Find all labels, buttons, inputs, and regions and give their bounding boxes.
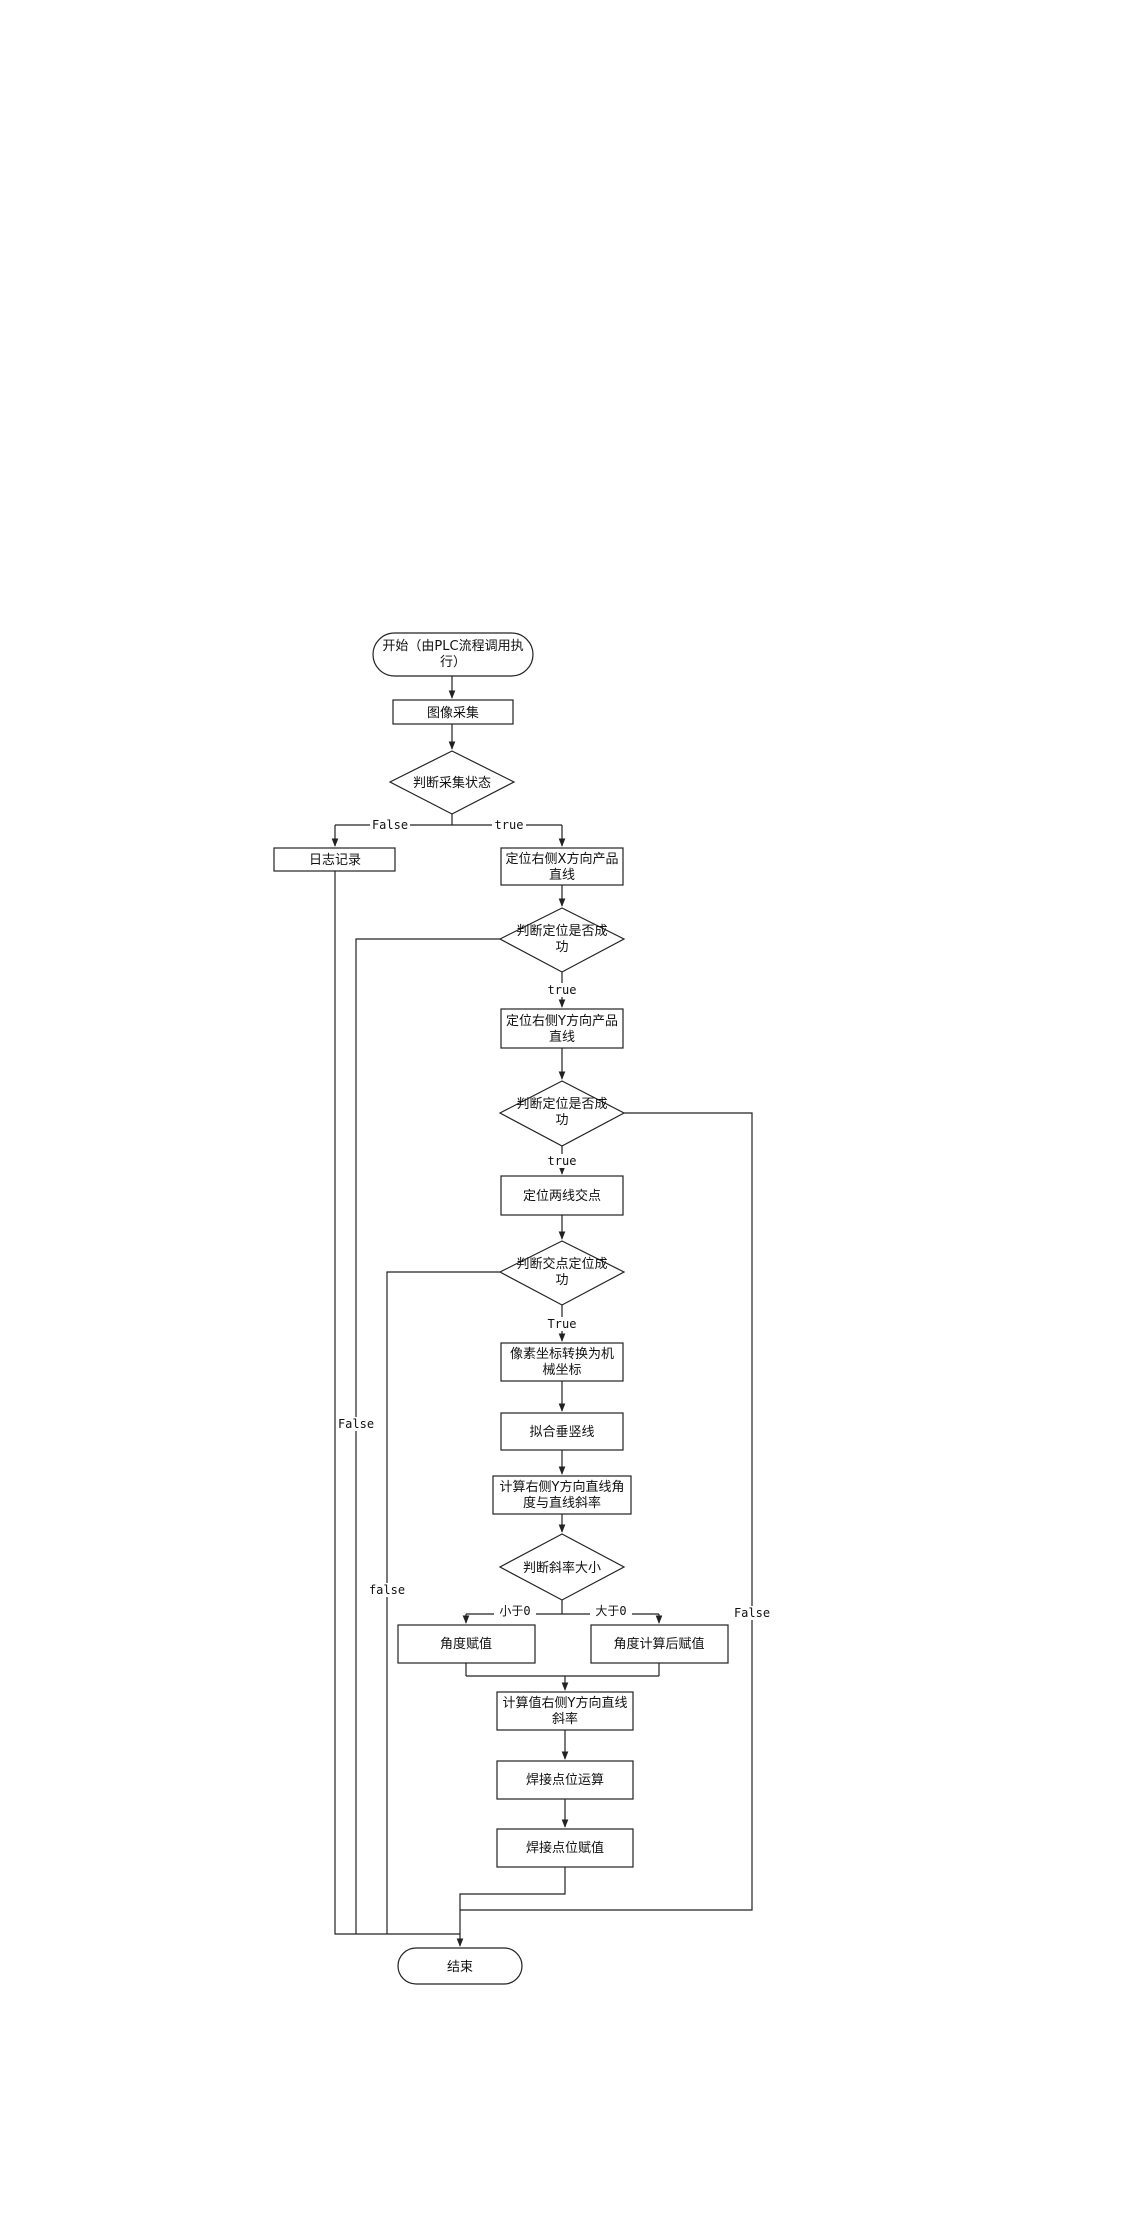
edge-label-capture-false: False — [372, 818, 408, 832]
node-convert-line-2: 械坐标 — [542, 1363, 581, 1378]
node-locate-x-line-1: 定位右侧X方向产品 — [506, 851, 619, 867]
node-check-y-line-2: 功 — [555, 1113, 568, 1128]
node-check-y-line-1: 判断定位是否成 — [516, 1097, 607, 1112]
node-calc-angle-line-1: 计算右侧Y方向直线角 — [500, 1479, 625, 1495]
node-capture-text: 图像采集 — [427, 705, 479, 721]
node-check-intersect-line-2: 功 — [555, 1273, 568, 1288]
node-check-capture-text: 判断采集状态 — [413, 775, 491, 791]
node-end: 结束 — [397, 1947, 523, 1985]
edge-label-x-false: False — [338, 1417, 374, 1431]
node-calc-angle-line-2: 度与直线斜率 — [523, 1495, 601, 1511]
node-locate-x: 定位右侧X方向产品 直线 — [500, 847, 624, 886]
node-check-intersect-line-1: 判断交点定位成 — [516, 1256, 607, 1272]
node-fit: 拟合垂竖线 — [500, 1412, 624, 1451]
node-weld-assign: 焊接点位赋值 — [496, 1828, 634, 1868]
node-calc-slope: 计算值右侧Y方向直线 斜率 — [496, 1691, 634, 1731]
edge-label-capture-true: true — [495, 818, 524, 832]
node-convert: 像素坐标转换为机 械坐标 — [500, 1342, 624, 1382]
node-calc-slope-line-1: 计算值右侧Y方向直线 — [503, 1695, 628, 1711]
node-calc-angle: 计算右侧Y方向直线角 度与直线斜率 — [492, 1475, 632, 1515]
node-check-x-line-1: 判断定位是否成 — [516, 924, 607, 939]
edge-label-y-true: true — [548, 1154, 577, 1168]
node-weld-calc: 焊接点位运算 — [496, 1760, 634, 1800]
node-calc-assign-text: 角度计算后赋值 — [613, 1636, 704, 1652]
node-locate-y: 定位右侧Y方向产品 直线 — [500, 1008, 624, 1049]
node-weld-assign-text: 焊接点位赋值 — [526, 1840, 604, 1856]
edge-label-intersect-false: false — [369, 1583, 405, 1597]
node-check-slope-text: 判断斜率大小 — [523, 1560, 601, 1576]
node-fit-text: 拟合垂竖线 — [529, 1425, 594, 1440]
node-intersect-text: 定位两线交点 — [523, 1188, 601, 1204]
node-calc-slope-line-2: 斜率 — [552, 1711, 578, 1727]
node-locate-y-line-2: 直线 — [549, 1030, 575, 1045]
edge-label-intersect-true: True — [548, 1317, 577, 1331]
node-end-text: 结束 — [447, 1960, 473, 1975]
node-check-slope: 判断斜率大小 — [498, 1533, 626, 1601]
edge-label-slope-gt: 大于0 — [595, 1604, 626, 1618]
node-intersect: 定位两线交点 — [500, 1175, 624, 1216]
node-locate-x-line-2: 直线 — [549, 868, 575, 883]
edge-label-slope-lt: 小于0 — [499, 1604, 530, 1618]
node-assign-angle: 角度赋值 — [397, 1624, 536, 1664]
node-log-text: 日志记录 — [309, 853, 361, 868]
node-start-line-2: 行） — [440, 655, 466, 670]
node-check-x: 判断定位是否成 功 — [498, 907, 626, 973]
node-check-x-line-2: 功 — [555, 940, 568, 955]
node-start: 开始（由PLC流程调用执 行） — [372, 632, 534, 677]
edge-label-y-false: False — [734, 1606, 770, 1620]
node-check-capture: 判断采集状态 — [388, 750, 516, 815]
node-weld-calc-text: 焊接点位运算 — [526, 1772, 604, 1788]
edge-labels: False true true False true False True fa… — [336, 818, 772, 1620]
node-calc-assign: 角度计算后赋值 — [590, 1624, 729, 1664]
node-assign-angle-text: 角度赋值 — [440, 1636, 492, 1652]
node-locate-y-line-1: 定位右侧Y方向产品 — [506, 1013, 618, 1029]
node-start-line-1: 开始（由PLC流程调用执 — [382, 639, 523, 654]
node-check-y: 判断定位是否成 功 — [498, 1080, 626, 1147]
node-check-intersect: 判断交点定位成 功 — [498, 1240, 626, 1306]
node-capture: 图像采集 — [392, 699, 514, 725]
edge-label-x-true: true — [548, 983, 577, 997]
node-log: 日志记录 — [273, 847, 396, 872]
node-convert-line-1: 像素坐标转换为机 — [510, 1347, 614, 1362]
